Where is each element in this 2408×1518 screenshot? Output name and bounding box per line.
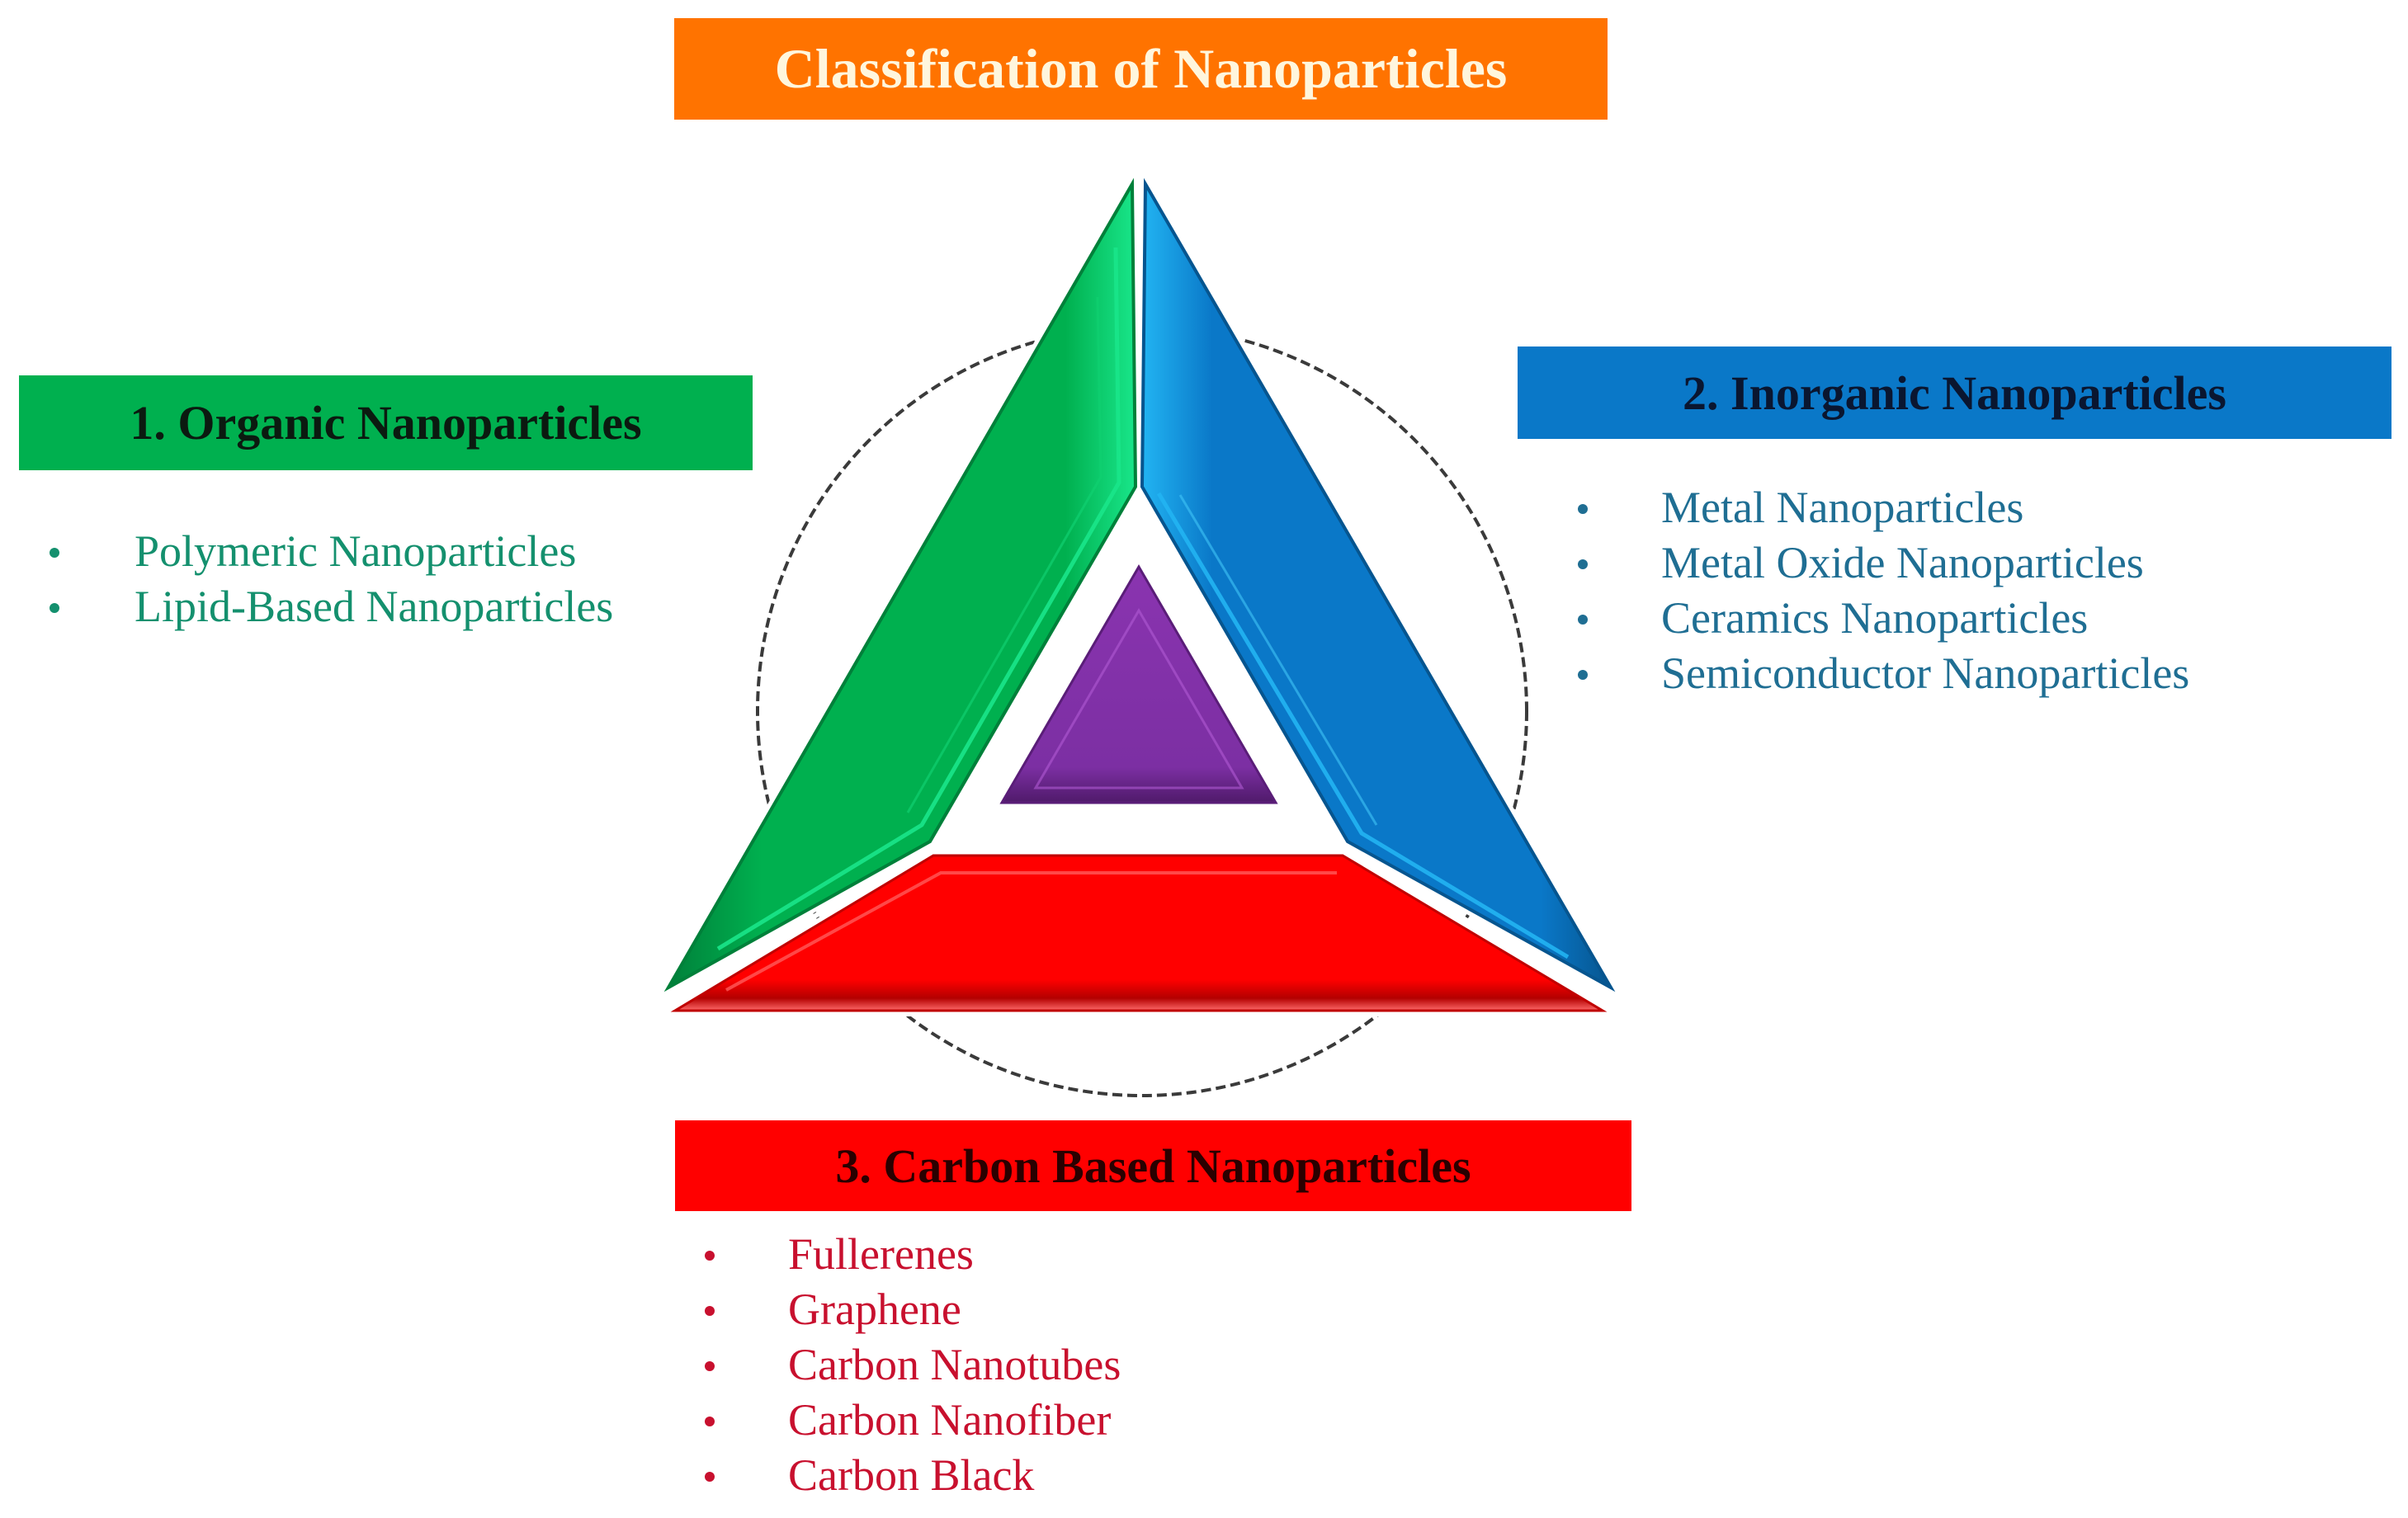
bullet-icon: [705, 1361, 715, 1371]
list-item: Metal Oxide Nanoparticles: [1578, 535, 2189, 591]
list-item: Carbon Nanotubes: [705, 1337, 1121, 1393]
bullet-icon: [1578, 504, 1588, 514]
bullet-icon: [1578, 670, 1588, 680]
center-triangle: [999, 564, 1278, 804]
bullet-icon: [705, 1417, 715, 1426]
bullet-icon: [50, 548, 59, 558]
bullet-icon: [1578, 559, 1588, 569]
title-banner: Classification of Nanoparticles: [674, 18, 1608, 120]
list-item: Carbon Black: [705, 1448, 1121, 1503]
title-text: Classification of Nanoparticles: [774, 37, 1508, 100]
list-item: Metal Nanoparticles: [1578, 480, 2189, 535]
inorganic-banner: 2. Inorganic Nanoparticles: [1518, 346, 2391, 439]
carbon-banner: 3. Carbon Based Nanoparticles: [675, 1120, 1631, 1211]
inorganic-list: Metal Nanoparticles Metal Oxide Nanopart…: [1578, 480, 2189, 701]
inorganic-segment: [1140, 177, 1616, 992]
bullet-icon: [50, 603, 59, 613]
inorganic-heading: 2. Inorganic Nanoparticles: [1683, 365, 2226, 420]
organic-heading: 1. Organic Nanoparticles: [130, 396, 642, 450]
bullet-icon: [705, 1472, 715, 1482]
list-item: Carbon Nanofiber: [705, 1393, 1121, 1448]
carbon-segment: [670, 854, 1608, 1012]
organic-segment: [663, 177, 1138, 992]
dashed-circle: [756, 325, 1528, 1097]
organic-banner: 1. Organic Nanoparticles: [19, 375, 753, 470]
bullet-icon: [705, 1306, 715, 1316]
carbon-list: Fullerenes Graphene Carbon Nanotubes Car…: [705, 1227, 1121, 1503]
carbon-heading: 3. Carbon Based Nanoparticles: [835, 1138, 1471, 1193]
list-item: Graphene: [705, 1282, 1121, 1337]
bullet-icon: [1578, 615, 1588, 625]
list-item: Lipid-Based Nanoparticles: [48, 579, 613, 634]
bullet-icon: [705, 1251, 715, 1261]
list-item: Semiconductor Nanoparticles: [1578, 646, 2189, 701]
organic-list: Polymeric Nanoparticles Lipid-Based Nano…: [48, 524, 613, 634]
list-item: Fullerenes: [705, 1227, 1121, 1282]
list-item: Polymeric Nanoparticles: [48, 524, 613, 579]
list-item: Ceramics Nanoparticles: [1578, 591, 2189, 646]
